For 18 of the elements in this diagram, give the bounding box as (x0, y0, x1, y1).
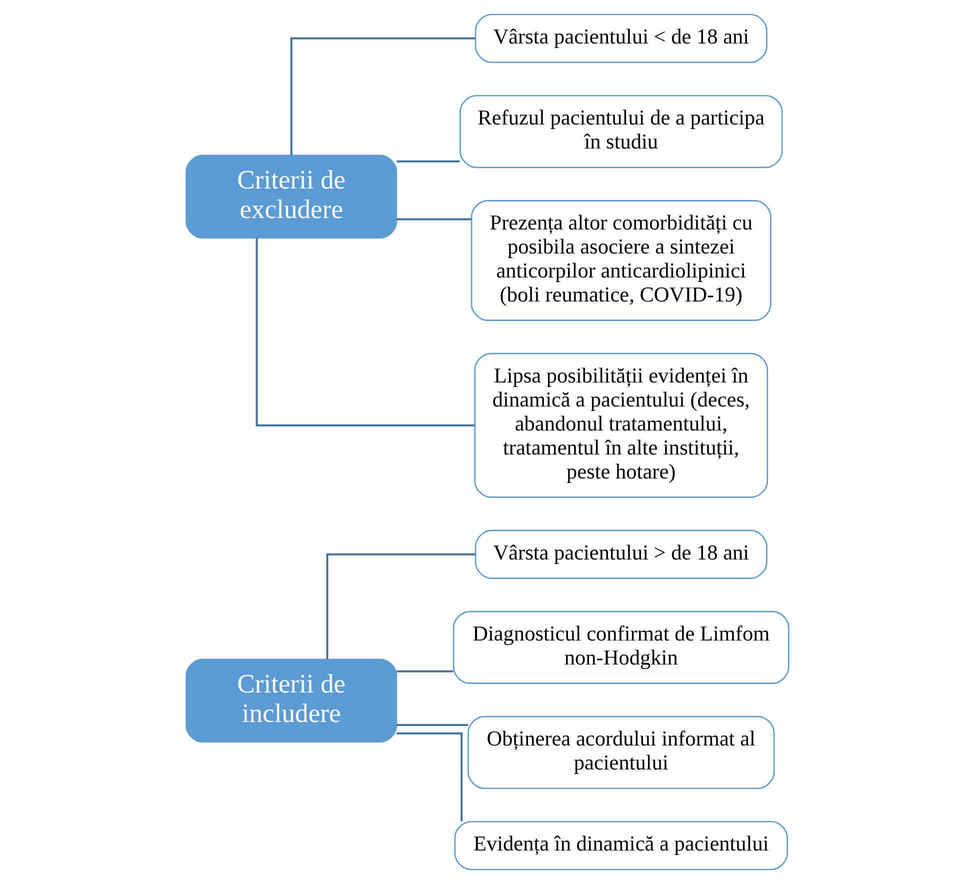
connector (396, 670, 453, 672)
node-box: Criterii de excludere (185, 154, 397, 238)
node-box: Obținerea acordului informat al pacientului (467, 715, 774, 789)
connector (255, 238, 474, 426)
connector (396, 724, 468, 726)
connector (326, 552, 475, 659)
node-box: Refuzul pacientului de a participa în studiu (459, 94, 782, 168)
node-box: Vârsta pacientului < de 18 ani (474, 13, 767, 63)
connector (396, 160, 460, 162)
node-box: Criterii de includere (185, 658, 397, 742)
connector (290, 36, 475, 155)
node-box: Lipsa posibilității evidenței în dinamică a pacientului (deces, abandonul tratamentului, tratamentul în alte instituții, peste hotare) (474, 352, 768, 498)
node-box: Diagnosticul confirmat de Limfom non-Hodgkin (452, 610, 789, 684)
connector (396, 218, 471, 220)
connector (396, 732, 462, 821)
node-box: Prezența altor comorbidități cu posibila asociere a sintezei anticorpilor anticardiolipinici (boli reumatice, COVID-19) (470, 200, 771, 320)
node-box: Vârsta pacientului > de 18 ani (474, 529, 767, 578)
node-box: Evidența în dinamică a pacientului (454, 820, 788, 870)
